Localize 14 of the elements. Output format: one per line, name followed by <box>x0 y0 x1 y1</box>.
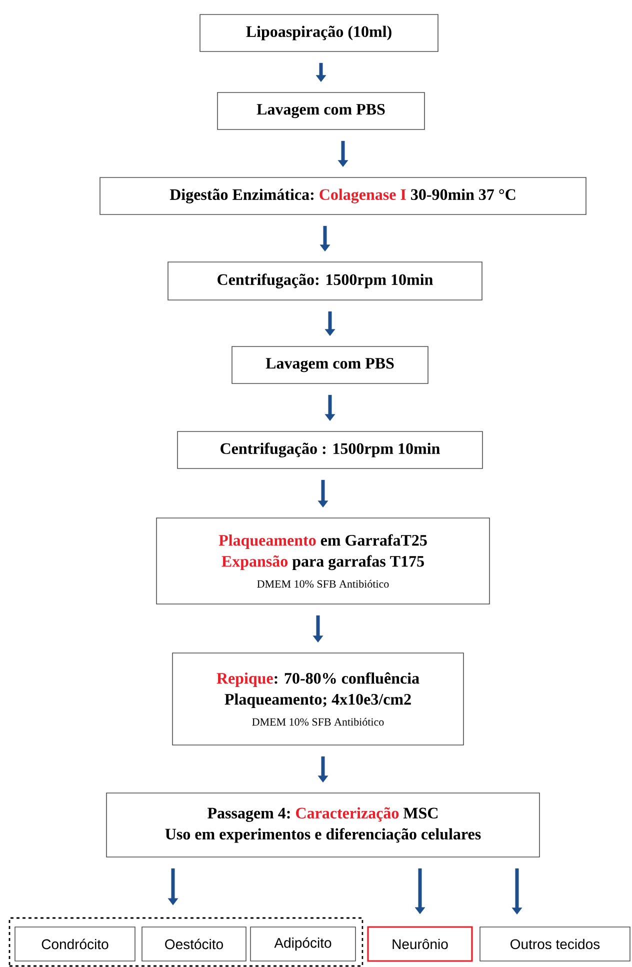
process-box: Lavagem com PBS <box>217 92 425 130</box>
process-box: Lipoaspiração (10ml) <box>200 14 438 52</box>
cell-type-box: Neurônio <box>367 926 473 962</box>
process-box: Centrifugação: 1500rpm 10min <box>168 262 482 300</box>
process-box: Repique: 70-80% confluência Plaqueamento; 4x10e3/cm2 DMEM 10% SFB Antibiótico <box>172 652 464 746</box>
process-box: Centrifugação : 1500rpm 10min <box>177 431 483 469</box>
process-box: Passagem 4: Caracterização MSC Uso em experimentos e diferenciação celulares <box>106 792 540 858</box>
cell-type-box: Adipócito <box>250 926 356 962</box>
process-box: Lavagem com PBS <box>232 346 428 384</box>
cell-type-box: Oestócito <box>142 926 246 962</box>
process-box: Digestão Enzimática: Colagenase I 30-90min 37 °C <box>100 177 586 215</box>
cell-type-box: Outros tecidos <box>480 926 630 962</box>
cell-type-box: Condrócito <box>14 926 136 962</box>
process-box: Plaqueamento em GarrafaT25 Expansão para garrafas T175 DMEM 10% SFB Antibiótico <box>156 518 490 604</box>
